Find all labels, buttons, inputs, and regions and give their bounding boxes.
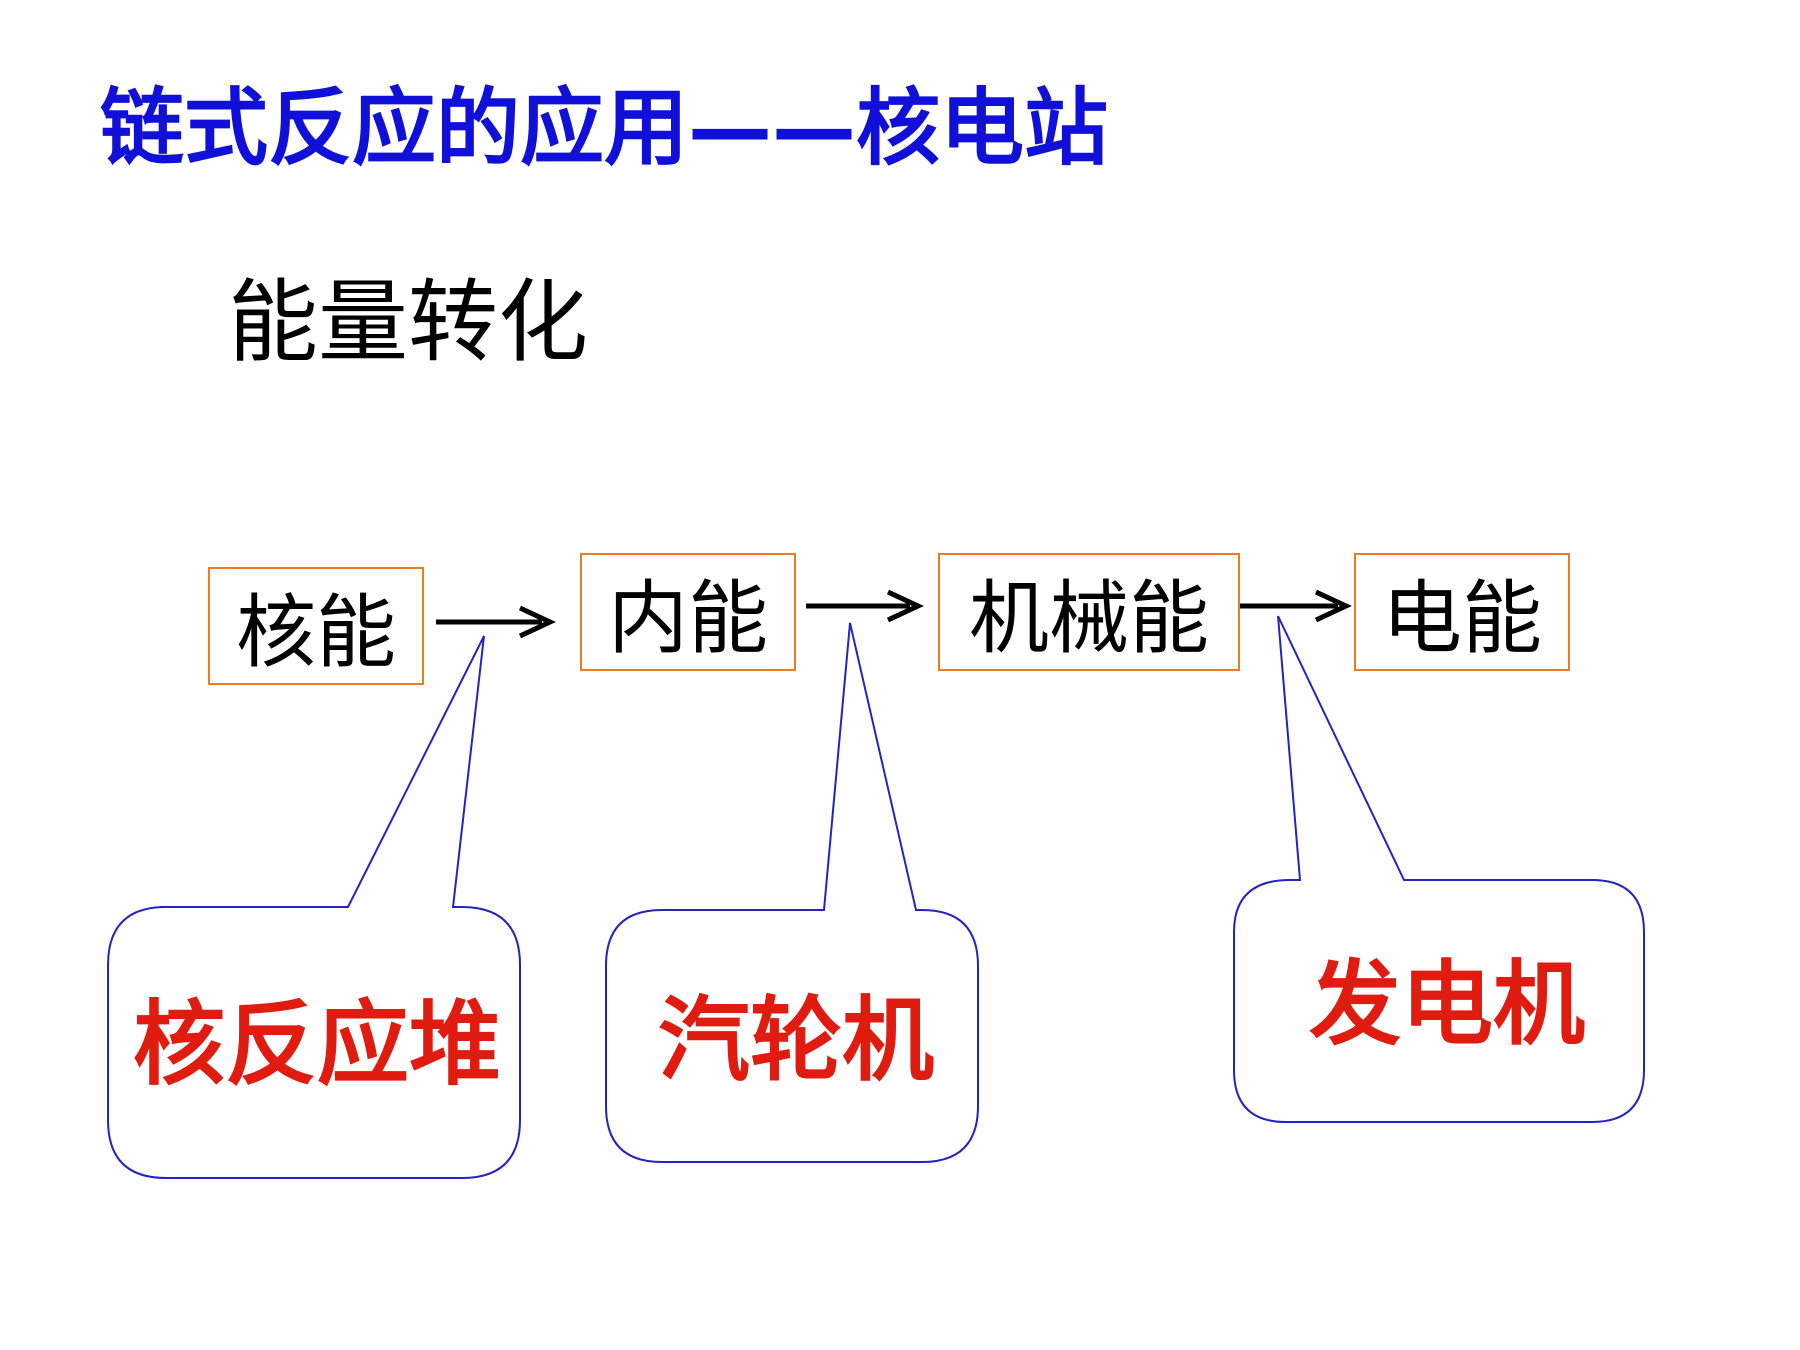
flow-arrow-1 (436, 605, 556, 639)
callout-label-reactor: 核反应堆 (132, 991, 501, 1098)
callout-label-turbine: 汽轮机 (657, 987, 934, 1094)
flow-arrow-2 (806, 589, 924, 623)
callout-label-generator: 发电机 (1308, 951, 1585, 1058)
flow-box-mechanical-energy: 机械能 (938, 553, 1240, 671)
callout-bubble-3 (1233, 615, 1645, 1123)
flow-box-electric-energy: 电能 (1354, 553, 1570, 671)
slide-title: 链式反应的应用——核电站 (100, 79, 1109, 177)
flow-box-internal-energy: 内能 (580, 553, 796, 671)
flow-arrow-3 (1240, 589, 1352, 623)
callout-bubble-1 (107, 635, 521, 1179)
section-heading: 能量转化 (228, 270, 588, 375)
flow-box-nuclear-energy: 核能 (208, 567, 424, 685)
callout-bubble-2 (605, 622, 979, 1163)
